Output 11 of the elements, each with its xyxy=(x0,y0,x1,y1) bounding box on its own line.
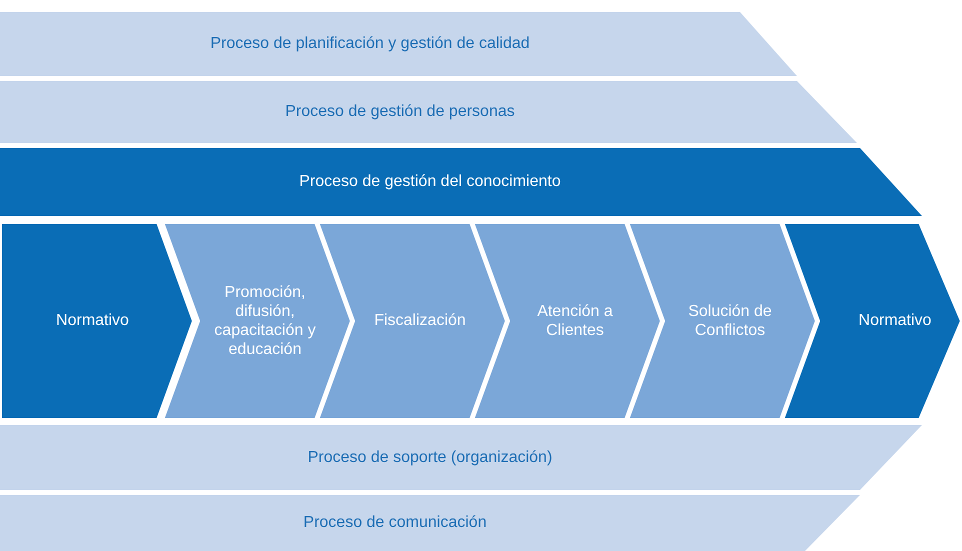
process-label: Proceso de comunicación xyxy=(303,513,487,533)
process-label: Promoción, difusión, capacitación y educación xyxy=(213,282,317,360)
process-label: Proceso de gestión del conocimiento xyxy=(299,172,561,192)
process-label: Solución de Conflictos xyxy=(687,302,773,340)
process-label: Proceso de planificación y gestión de calidad xyxy=(210,34,530,54)
process-label: Atención a Clientes xyxy=(536,302,614,340)
process-label: Proceso de gestión de personas xyxy=(285,102,515,122)
process-label: Proceso de soporte (organización) xyxy=(308,448,552,468)
process-label: Normativo xyxy=(56,311,129,331)
process-label: Fiscalización xyxy=(374,311,466,331)
process-label: Normativo xyxy=(858,311,932,331)
